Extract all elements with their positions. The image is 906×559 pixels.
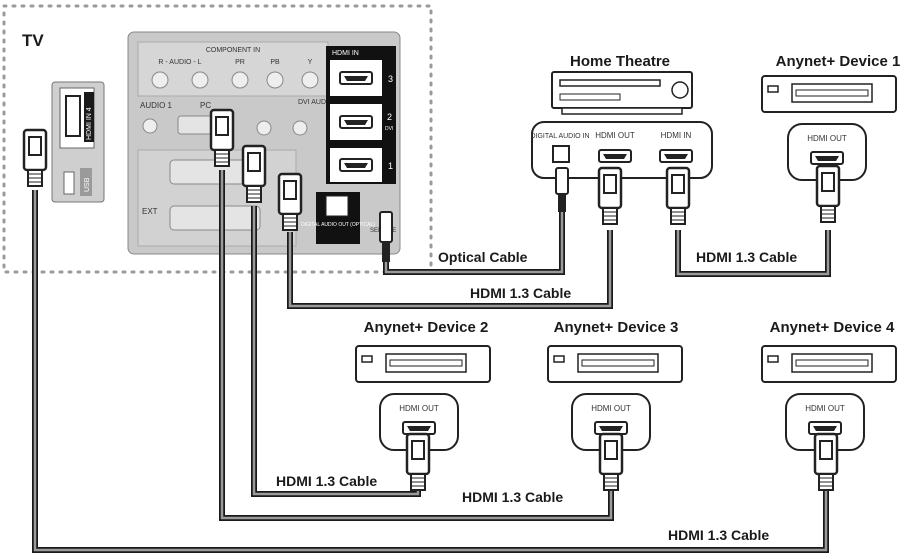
- pb-label: PB: [270, 59, 280, 66]
- device-3-unit: [547, 345, 683, 383]
- home-theatre-label: Home Theatre: [570, 53, 670, 70]
- side-hdmi-tag: [84, 92, 94, 142]
- device-2-port-label: HDMI OUT: [399, 404, 439, 413]
- audio-l-jack-icon: [191, 71, 209, 89]
- device-4-hdmi-port-icon: [808, 421, 842, 435]
- optical-plug-ht-icon: [555, 167, 569, 212]
- y-label: Y: [308, 59, 313, 66]
- audio-in-1-label: AUDIO 1: [140, 101, 173, 110]
- hdmi-cable-tv-dev3-label: HDMI 1.3 Cable: [462, 489, 563, 505]
- audio-in-jack-icon: [142, 118, 158, 134]
- device-1-hdmi-port-icon: [810, 151, 844, 165]
- device-1-port-label: HDMI OUT: [807, 134, 847, 143]
- ext-label: EXT: [142, 207, 158, 216]
- audio-r-jack-icon: [151, 71, 169, 89]
- device-4-port-label: HDMI OUT: [805, 404, 845, 413]
- plug-device-2-icon: [405, 432, 431, 492]
- device-2-hdmi-port-icon: [402, 421, 436, 435]
- plug-hdmi-3-icon: [209, 108, 235, 168]
- scart-port-1-icon: [169, 205, 261, 231]
- hdmi-port-2-sub: DVI: [385, 126, 393, 132]
- pr-jack-icon: [231, 71, 249, 89]
- optical-plug-tv-icon: [379, 211, 393, 262]
- usb-label: USB: [84, 177, 91, 192]
- tv-boundary: [2, 4, 433, 274]
- pr-label: PR: [235, 59, 245, 66]
- optical-cable-core: [384, 210, 564, 274]
- device-2-label: Anynet+ Device 2: [364, 319, 489, 336]
- hdmi-cable-ht-dev1-core: [676, 230, 830, 276]
- ht-hdmi-out-port-icon: [598, 149, 632, 163]
- device-1-unit: [761, 75, 897, 113]
- device-4-unit: [761, 345, 897, 383]
- hdmi-cable-tv-dev4-label: HDMI 1.3 Cable: [668, 527, 769, 543]
- ht-optical-port-icon: [552, 145, 570, 163]
- hdmi-cable-tv-ht-core: [288, 230, 612, 308]
- side-hdmi-socket-icon: [65, 95, 81, 137]
- plug-side-hdmi-icon: [22, 128, 48, 188]
- plug-hdmi-1-icon: [277, 172, 303, 232]
- hdmi-port-3-label: 3: [388, 74, 393, 84]
- device-2-unit: [355, 345, 491, 383]
- pc-port-icon: [177, 115, 213, 135]
- plug-ht-hdmi-in-icon: [665, 166, 691, 226]
- hdmi-cable-tv-dev4-core: [33, 190, 828, 552]
- component-in-section: [137, 41, 329, 97]
- dvi-audio-jack-icon: [292, 120, 308, 136]
- hdmi-port-2-label: 2: [387, 112, 392, 122]
- hdmi-port-3-icon: [339, 71, 373, 85]
- ht-hdmi-in-label: HDMI IN: [661, 131, 692, 140]
- hdmi-in-label: HDMI IN: [332, 50, 359, 57]
- device-4-label: Anynet+ Device 4: [770, 319, 895, 336]
- plug-hdmi-2-icon: [241, 144, 267, 204]
- side-hdmi-label: HDMI IN 4: [86, 107, 93, 140]
- ht-digital-audio-in-label: DIGITAL AUDIO IN: [530, 133, 589, 140]
- plug-device-3-icon: [598, 432, 624, 492]
- hdmi-cable-ht-dev1-label: HDMI 1.3 Cable: [696, 249, 797, 265]
- device-3-label: Anynet+ Device 3: [554, 319, 679, 336]
- device-3-hdmi-port-icon: [594, 421, 628, 435]
- hdmi-cable-tv-dev2-label: HDMI 1.3 Cable: [276, 473, 377, 489]
- hdmi-port-2-icon: [339, 115, 373, 129]
- usb-port-icon: [63, 171, 75, 195]
- ht-hdmi-out-label: HDMI OUT: [595, 131, 635, 140]
- y-jack-icon: [301, 71, 319, 89]
- component-in-label: COMPONENT IN: [206, 47, 260, 54]
- plug-device-1-icon: [815, 164, 841, 224]
- headphone-jack-icon: [256, 120, 272, 136]
- tv-label: TV: [22, 31, 44, 50]
- usb-tag: [80, 168, 92, 196]
- dvi-audio-in-label: DVI AUDIO IN: [298, 99, 342, 106]
- pb-jack-icon: [266, 71, 284, 89]
- hdmi-port-1-label: 1: [388, 161, 393, 171]
- optical-cable-label: Optical Cable: [438, 249, 528, 265]
- plug-device-4-icon: [813, 432, 839, 492]
- ht-hdmi-in-port-icon: [659, 149, 693, 163]
- device-3-port-label: HDMI OUT: [591, 404, 631, 413]
- plug-ht-hdmi-out-icon: [597, 166, 623, 226]
- audio-label: R - AUDIO - L: [158, 59, 201, 66]
- hdmi-port-1-icon: [339, 158, 373, 172]
- digital-audio-out-label: DIGITAL AUDIO OUT (OPTICAL): [301, 222, 375, 228]
- hdmi-cable-tv-ht-label: HDMI 1.3 Cable: [470, 285, 571, 301]
- device-1-label: Anynet+ Device 1: [776, 53, 901, 70]
- pc-label: PC: [200, 101, 211, 110]
- hdmi-cable-tv-dev3-core: [220, 170, 613, 520]
- home-theatre-unit: [551, 71, 693, 115]
- optical-port-icon: [325, 195, 349, 217]
